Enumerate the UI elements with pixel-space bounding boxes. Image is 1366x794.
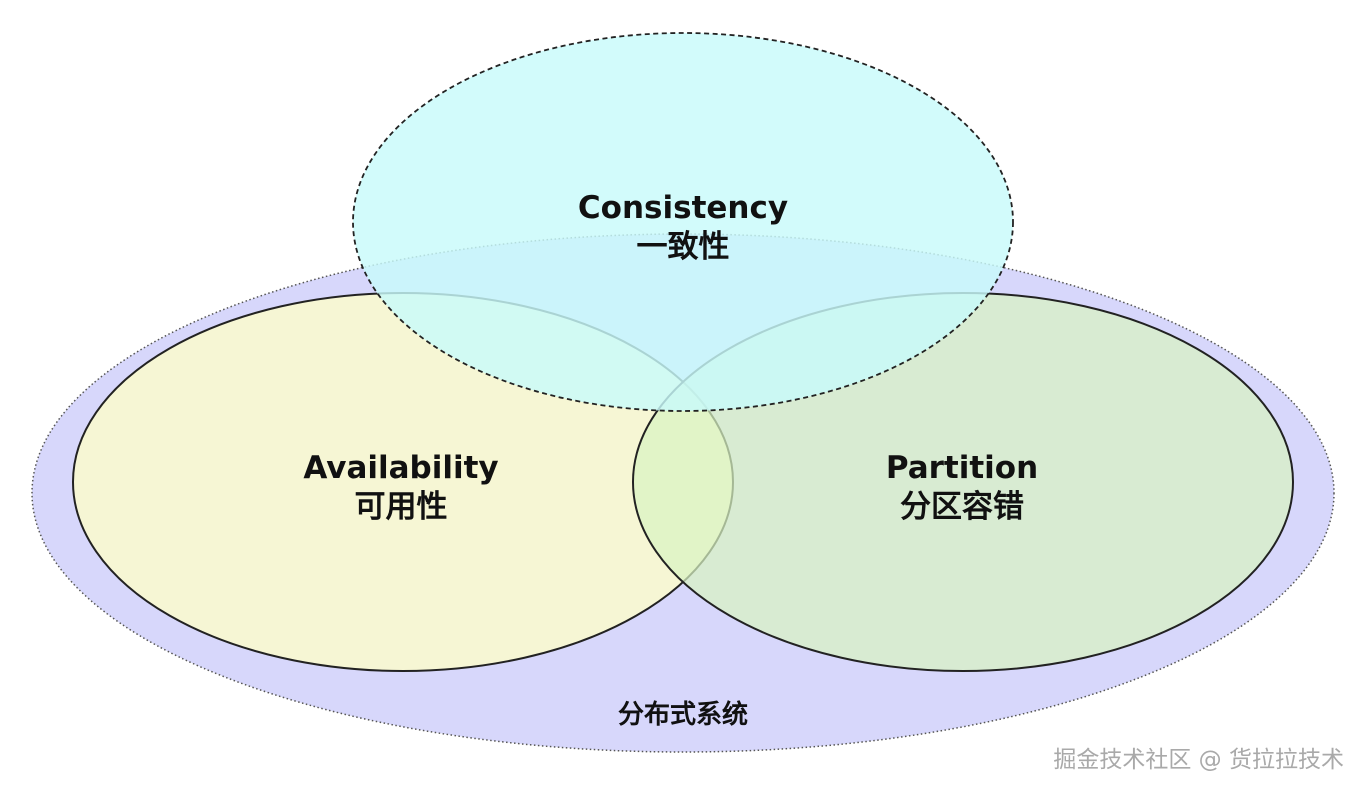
- availability-title: Availability: [303, 450, 498, 486]
- consistency-title: Consistency: [578, 190, 788, 226]
- watermark-text: 掘金技术社区 @ 货拉拉技术: [1053, 747, 1344, 773]
- partition-subtitle: 分区容错: [900, 489, 1024, 525]
- availability-subtitle: 可用性: [355, 489, 448, 525]
- consistency-subtitle: 一致性: [637, 229, 730, 265]
- partition-title: Partition: [886, 450, 1038, 486]
- distributed-system-label: 分布式系统: [618, 699, 748, 730]
- consistency-ellipse: [352, 32, 1014, 412]
